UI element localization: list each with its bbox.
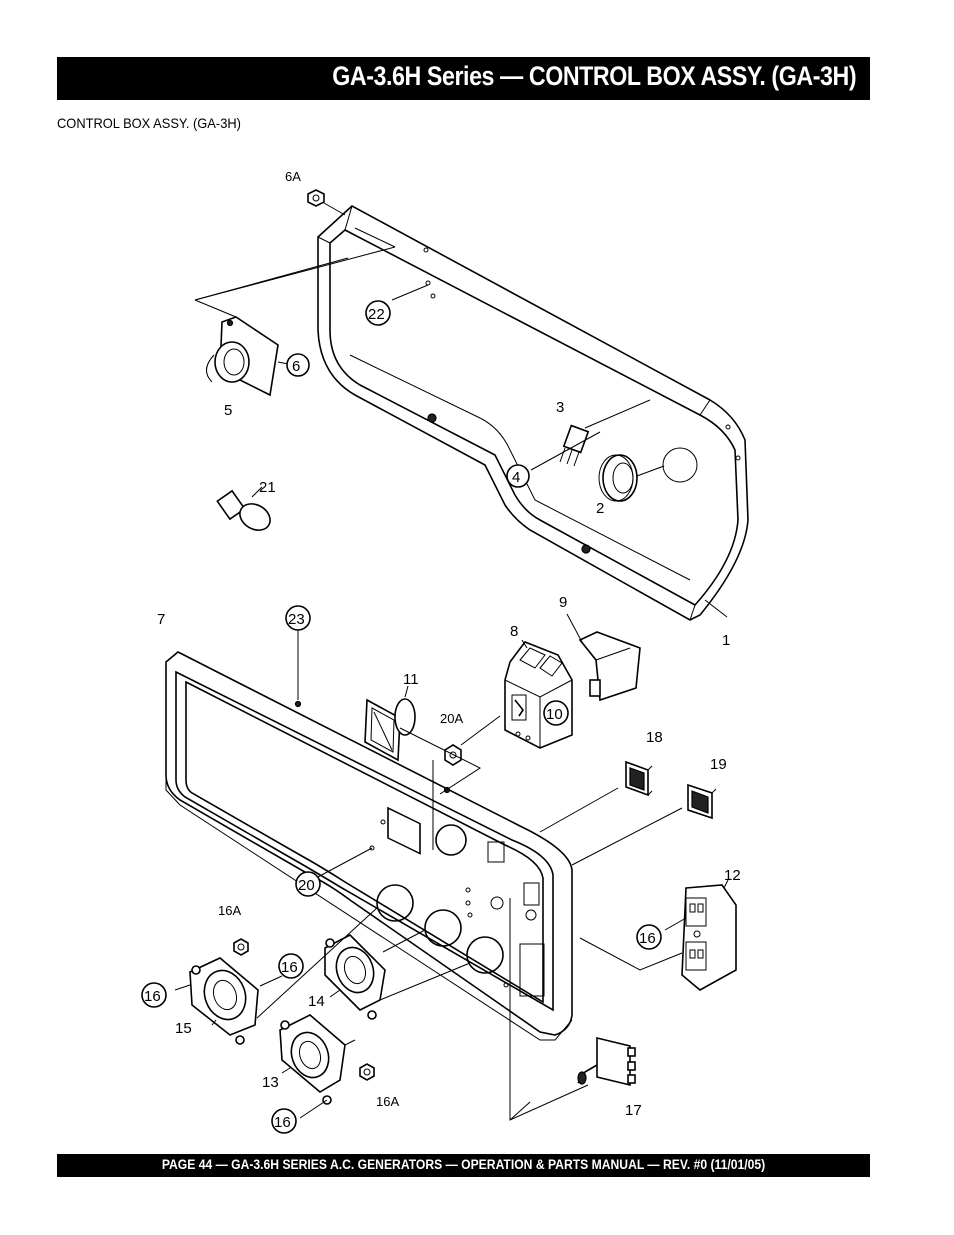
callout-16-circle-b <box>278 953 304 979</box>
twist-lock-receptacle-15 <box>189 957 259 1045</box>
callout-4-circle <box>506 464 530 488</box>
callout-19: 19 <box>710 756 727 773</box>
callout-20: 20 <box>298 877 315 894</box>
nut-20a <box>444 744 462 766</box>
callout-20a: 20A <box>440 711 463 726</box>
page-title: GA-3.6H Series — CONTROL BOX ASSY. (GA-3… <box>332 61 856 91</box>
callout-16-circle-a <box>141 982 167 1008</box>
control-box-housing <box>317 205 749 621</box>
callout-6-circle <box>286 353 310 377</box>
circuit-breaker <box>504 641 573 749</box>
header-bar: GA-3.6H Series — CONTROL BOX ASSY. (GA-3… <box>57 57 870 100</box>
twist-lock-receptacle-13 <box>279 1014 346 1105</box>
callout-21: 21 <box>259 479 276 496</box>
page-footer: PAGE 44 — GA-3.6H SERIES A.C. GENERATORS… <box>161 1157 766 1172</box>
callout-6: 6 <box>292 358 300 375</box>
callout-16a-upper: 16A <box>218 903 241 918</box>
nut-16a-lower <box>359 1063 375 1081</box>
rocker-switch-19 <box>687 783 717 820</box>
rocker-switch-18 <box>625 760 653 797</box>
callout-22: 22 <box>368 306 385 323</box>
callout-18: 18 <box>646 729 663 746</box>
callout-15: 15 <box>175 1020 192 1037</box>
front-panel <box>165 651 573 1041</box>
meter <box>364 685 416 762</box>
breaker-bracket <box>578 631 641 702</box>
toggle-switch <box>577 1036 636 1087</box>
callout-16-a: 16 <box>144 988 161 1005</box>
callout-8: 8 <box>510 623 518 640</box>
callout-4: 4 <box>512 469 520 486</box>
callout-16-circle-d <box>636 924 662 950</box>
twist-lock-receptacle-14 <box>324 934 386 1020</box>
callout-1: 1 <box>722 632 730 649</box>
callout-13: 13 <box>262 1074 279 1091</box>
bushing-ring <box>598 454 665 502</box>
callout-16-c: 16 <box>274 1114 291 1131</box>
diagram-caption: CONTROL BOX ASSY. (GA-3H) <box>57 115 241 131</box>
callout-23: 23 <box>288 611 305 628</box>
callout-16-circle-c <box>271 1108 297 1134</box>
callout-9: 9 <box>559 594 567 611</box>
callout-10-circle <box>543 700 569 726</box>
callout-11: 11 <box>403 671 419 688</box>
terminal-block <box>559 399 651 467</box>
callout-22-circle <box>365 300 391 326</box>
callout-5: 5 <box>224 402 232 419</box>
footer-bar: PAGE 44 — GA-3.6H SERIES A.C. GENERATORS… <box>57 1154 870 1177</box>
callout-16-b: 16 <box>281 959 298 976</box>
callout-16a-lower: 16A <box>376 1094 399 1109</box>
callout-6a: 6A <box>285 169 301 184</box>
lamp-bulb <box>216 486 271 531</box>
callout-17: 17 <box>625 1102 642 1119</box>
nut-6a <box>307 189 346 216</box>
nut-16a-upper <box>233 938 249 956</box>
callout-16-d: 16 <box>639 930 656 947</box>
callout-12: 12 <box>724 867 741 884</box>
lamp-bracket <box>194 227 396 397</box>
callout-3: 3 <box>556 399 564 416</box>
callout-20-circle <box>295 871 321 897</box>
callout-2: 2 <box>596 500 604 517</box>
callout-14: 14 <box>308 993 325 1010</box>
callout-10: 10 <box>546 706 563 723</box>
callout-23-circle <box>285 605 311 631</box>
gfci-receptacle <box>681 884 737 991</box>
callout-7: 7 <box>157 611 165 628</box>
